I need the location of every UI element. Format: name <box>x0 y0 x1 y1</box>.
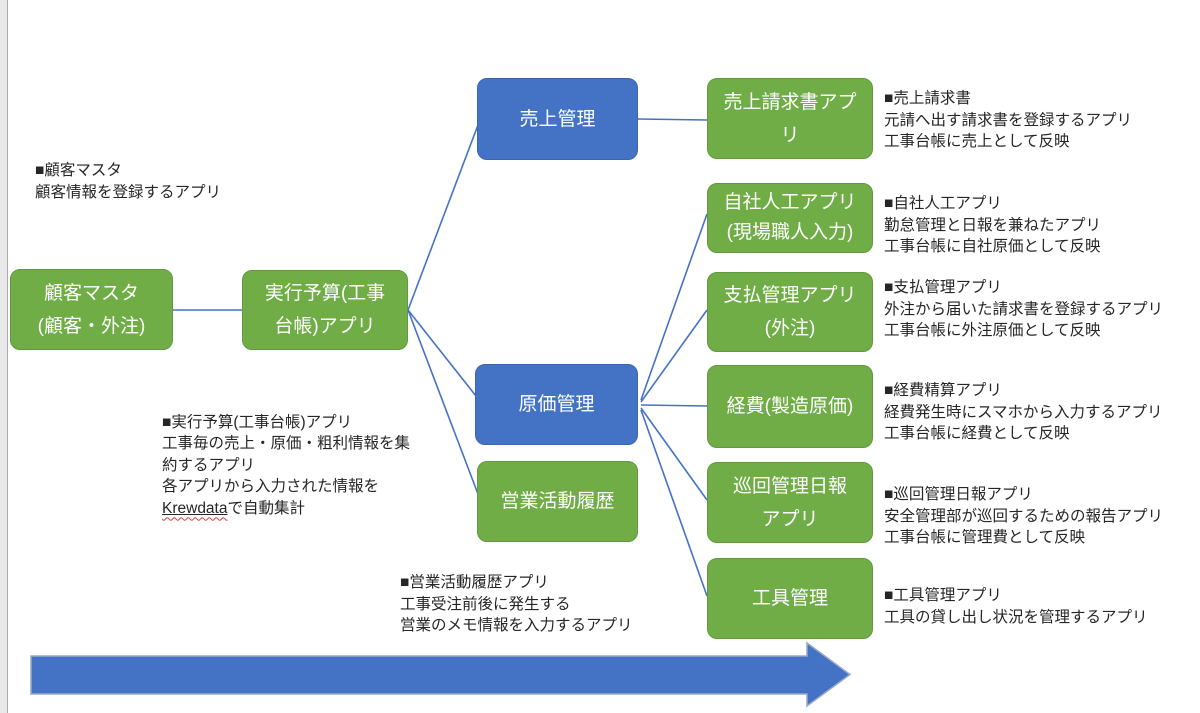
node-customer-master[interactable]: 顧客マスタ (顧客・外注) <box>10 269 173 350</box>
connector-cost-to-payment <box>640 309 708 403</box>
note-sales-invoice: ■売上請求書 元請へ出す請求書を登録するアプリ 工事台帳に売上として反映 <box>884 90 1133 150</box>
node-cost-management[interactable]: 原価管理 <box>475 364 638 445</box>
note-budget-last-line: Krewdataで自動集計 <box>162 498 410 520</box>
node-sales-invoice-app[interactable]: 売上請求書アプ リ <box>707 78 873 159</box>
note-payment: ■支払管理アプリ 外注から届いた請求書を登録するアプリ 工事台帳に外注原価として… <box>884 279 1164 339</box>
connector-cost-to-tool <box>640 409 708 597</box>
note-customer-master: ■顧客マスタ 顧客情報を登録するアプリ <box>35 162 222 201</box>
note-tool: ■工具管理アプリ 工具の貸し出し状況を管理するアプリ <box>884 587 1148 626</box>
node-payment-management-app[interactable]: 支払管理アプリ (外注) <box>707 272 873 352</box>
connector-cost-to-expense <box>640 404 708 407</box>
note-budget-tail: で自動集計 <box>227 499 305 517</box>
note-sales-activity: ■営業活動履歴アプリ 工事受注前後に発生する 営業のメモ情報を入力するアプリ <box>400 574 633 634</box>
node-tool-management[interactable]: 工具管理 <box>707 558 873 639</box>
node-patrol-daily-report-app[interactable]: 巡回管理日報 アプリ <box>707 462 873 543</box>
connector-budget-to-sales-activity <box>407 309 479 495</box>
krewdata-spellcheck-text: Krewdata <box>162 499 228 517</box>
node-sales-management[interactable]: 売上管理 <box>477 78 638 160</box>
connector-cost-to-patrol <box>640 407 708 501</box>
note-expense: ■経費精算アプリ 経費発生時にスマホから入力するアプリ 工事台帳に経費として反映 <box>884 382 1163 442</box>
connector-budget-to-cost-mgmt <box>407 309 477 397</box>
node-expenses-manufacturing[interactable]: 経費(製造原価) <box>707 365 873 448</box>
node-in-house-labor-app[interactable]: 自社人工アプリ (現場職人入力) <box>707 183 873 253</box>
page-left-margin <box>0 0 8 713</box>
node-budget-ledger-app[interactable]: 実行予算(工事 台帳)アプリ <box>242 270 408 350</box>
note-budget-head: ■実行予算(工事台帳)アプリ 工事毎の売上・原価・粗利情報を集 約するアプリ 各… <box>162 413 411 496</box>
process-flow-arrow[interactable] <box>30 641 852 708</box>
connector-sales-mgmt-to-invoice <box>637 118 708 121</box>
note-budget-ledger-app: ■実行予算(工事台帳)アプリ 工事毎の売上・原価・粗利情報を集 約するアプリ 各… <box>162 390 410 541</box>
connector-cost-to-labor <box>640 213 708 401</box>
node-sales-activity-history[interactable]: 営業活動履歴 <box>477 461 638 542</box>
note-patrol: ■巡回管理日報アプリ 安全管理部が巡回するための報告アプリ 工事台帳に管理費とし… <box>884 486 1164 546</box>
connector-budget-to-sales-mgmt <box>407 124 479 311</box>
note-in-house-labor: ■自社人工アプリ 勤怠管理と日報を兼ねたアプリ 工事台帳に自社原価として反映 <box>884 195 1102 255</box>
